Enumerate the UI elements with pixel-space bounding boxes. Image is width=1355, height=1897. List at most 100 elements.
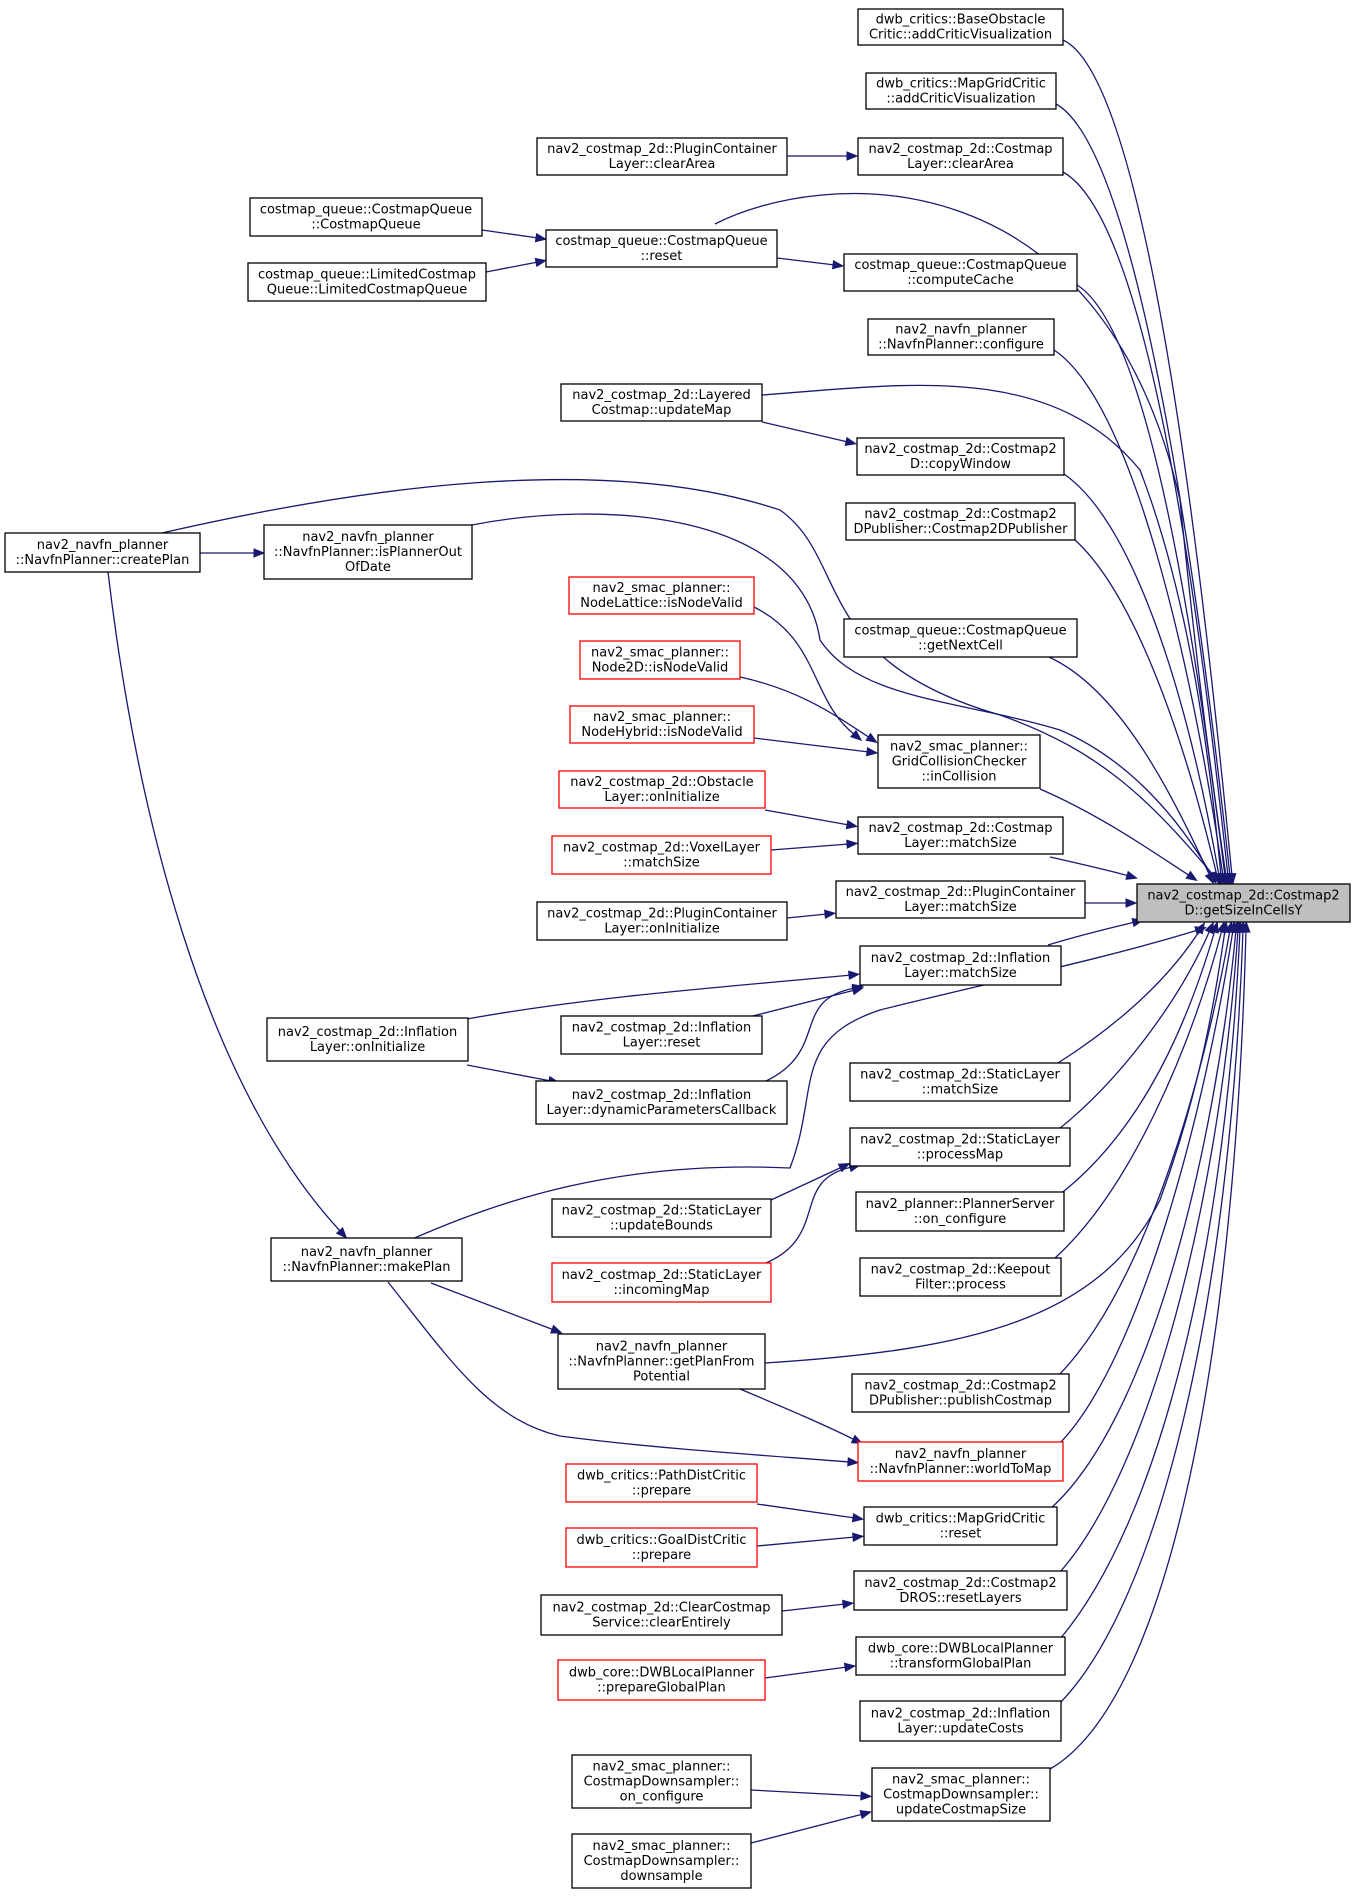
edge-line [770, 843, 850, 851]
graph-node-n40[interactable]: dwb_critics::MapGridCritic::reset [863, 1506, 1058, 1546]
node-box [536, 901, 788, 941]
edge-n28-to-target [1057, 922, 1206, 1064]
node-box [859, 945, 1062, 986]
graph-node-n2[interactable]: dwb_critics::MapGridCritic::addCriticVis… [865, 72, 1057, 110]
edge-n33-to-target [409, 926, 1207, 1241]
graph-node-n49[interactable]: nav2_smac_planner::CostmapDownsampler::d… [571, 1833, 752, 1889]
graph-node-n39[interactable]: dwb_critics::PathDistCritic::prepare [565, 1463, 758, 1503]
graph-node-n1[interactable]: dwb_critics::BaseObstacleCritic::addCrit… [857, 8, 1064, 46]
graph-node-n29[interactable]: nav2_costmap_2d::InflationLayer::dynamic… [535, 1080, 788, 1125]
edge-line [1059, 929, 1231, 1375]
graph-node-n42[interactable]: nav2_costmap_2d::Costmap2DROS::resetLaye… [853, 1570, 1068, 1611]
edge-n9-to-target [1053, 349, 1228, 886]
node-label-line: DPublisher::publishCostmap [869, 1394, 1052, 1409]
edge-line [161, 478, 1215, 877]
focus-node[interactable]: nav2_costmap_2d::Costmap2D::getSizeInCel… [1136, 883, 1351, 923]
edge-n13-to-n14 [200, 548, 266, 558]
graph-node-n38[interactable]: nav2_navfn_planner::NavfnPlanner::worldT… [857, 1441, 1064, 1482]
graph-node-n12[interactable]: nav2_costmap_2d::Costmap2DPublisher::Cos… [845, 502, 1076, 541]
node-box [551, 1198, 772, 1238]
graph-node-n15[interactable]: costmap_queue::CostmapQueue::getNextCell [843, 618, 1078, 658]
edge-n45-to-n44 [764, 1662, 857, 1679]
graph-node-n4[interactable]: nav2_costmap_2d::PluginContainerLayer::c… [536, 137, 788, 176]
graph-node-n36[interactable]: nav2_navfn_planner::NavfnPlanner::getPla… [557, 1333, 766, 1390]
node-label-line: Potential [633, 1370, 690, 1385]
graph-node-n34[interactable]: nav2_costmap_2d::StaticLayer::incomingMa… [551, 1262, 772, 1303]
graph-node-n14[interactable]: nav2_navfn_planner::NavfnPlanner::isPlan… [263, 524, 473, 580]
node-label-line: nav2_costmap_2d::Inflation [572, 1088, 751, 1103]
node-box [859, 1257, 1062, 1297]
edge-line [1053, 349, 1224, 877]
graph-node-n47[interactable]: nav2_smac_planner::CostmapDownsampler::o… [571, 1754, 752, 1809]
graph-node-n31[interactable]: nav2_costmap_2d::StaticLayer::updateBoun… [551, 1198, 772, 1238]
graph-node-n22[interactable]: nav2_costmap_2d::VoxelLayer::matchSize [551, 835, 772, 875]
graph-node-n26[interactable]: nav2_costmap_2d::InflationLayer::onIniti… [266, 1017, 469, 1062]
graph-node-n32[interactable]: nav2_planner::PlannerServer::on_configur… [855, 1191, 1065, 1232]
graph-node-n13[interactable]: nav2_navfn_planner::NavfnPlanner::create… [4, 532, 201, 573]
graph-node-n46[interactable]: nav2_costmap_2d::InflationLayer::updateC… [859, 1700, 1062, 1742]
node-label-line: nav2_smac_planner:: [591, 646, 729, 661]
node-label-line: ::prepareGlobalPlan [597, 1681, 725, 1696]
graph-node-n8[interactable]: costmap_queue::CostmapQueue::computeCach… [843, 253, 1078, 292]
edge-n34-to-n30 [765, 1162, 862, 1264]
graph-node-n24[interactable]: nav2_costmap_2d::PluginContainerLayer::o… [536, 901, 788, 941]
graph-node-n30[interactable]: nav2_costmap_2d::StaticLayer::processMap [849, 1127, 1071, 1167]
node-box [535, 1080, 788, 1125]
node-box [557, 1659, 766, 1701]
node-label-line: nav2_costmap_2d::Costmap [868, 142, 1052, 157]
graph-node-n23[interactable]: nav2_costmap_2d::PluginContainerLayer::m… [835, 880, 1086, 919]
node-box [857, 1441, 1064, 1482]
graph-node-n41[interactable]: dwb_critics::GoalDistCritic::prepare [565, 1527, 758, 1568]
node-label-line: ::incomingMap [614, 1283, 710, 1298]
node-label-line: ::prepare [632, 1548, 691, 1563]
graph-node-n10[interactable]: nav2_costmap_2d::LayeredCostmap::updateM… [560, 383, 763, 422]
graph-node-n6[interactable]: costmap_queue::CostmapQueue::CostmapQueu… [249, 197, 483, 237]
node-box [835, 880, 1086, 919]
node-label-line: nav2_costmap_2d::Costmap2 [1147, 889, 1339, 904]
node-label-line: Layer::updateCosts [897, 1722, 1023, 1737]
edge-line [1039, 788, 1191, 877]
graph-node-n11[interactable]: nav2_costmap_2d::Costmap2D::copyWindow [856, 437, 1065, 476]
node-label-line: on_configure [620, 1790, 704, 1805]
node-label-line: nav2_costmap_2d::Costmap [868, 821, 1052, 836]
graph-node-n9[interactable]: nav2_navfn_planner::NavfnPlanner::config… [867, 318, 1055, 356]
edge-n10-to-n11 [761, 421, 858, 447]
edge-arrowhead [846, 151, 859, 161]
graph-node-n17[interactable]: nav2_smac_planner::Node2D::isNodeValid [579, 640, 741, 680]
node-box [249, 197, 483, 237]
graph-node-n37[interactable]: nav2_costmap_2d::Costmap2DPublisher::pub… [851, 1373, 1070, 1413]
graph-node-n18[interactable]: nav2_smac_planner::NodeHybrid::isNodeVal… [569, 705, 755, 744]
graph-node-n28[interactable]: nav2_costmap_2d::StaticLayer::matchSize [849, 1062, 1071, 1102]
graph-node-n25[interactable]: nav2_costmap_2d::InflationLayer::matchSi… [859, 945, 1062, 986]
graph-node-n43[interactable]: nav2_costmap_2d::ClearCostmapService::cl… [540, 1594, 783, 1636]
graph-node-n16[interactable]: nav2_smac_planner::NodeLattice::isNodeVa… [568, 576, 755, 615]
graph-node-n45[interactable]: dwb_core::DWBLocalPlanner::prepareGlobal… [557, 1659, 766, 1701]
graph-node-n7[interactable]: costmap_queue::LimitedCostmapQueue::Limi… [247, 262, 487, 302]
node-box [571, 1754, 752, 1809]
node-label-line: ::NavfnPlanner::worldToMap [870, 1462, 1052, 1477]
edge-n19-to-target [1039, 788, 1198, 882]
node-label-line: ::NavfnPlanner::configure [878, 338, 1044, 353]
edge-n31-to-n30 [770, 1163, 851, 1201]
node-label-line: ::on_configure [914, 1212, 1007, 1227]
graph-node-n33[interactable]: nav2_navfn_planner::NavfnPlanner::makePl… [270, 1237, 463, 1282]
node-label-line: costmap_queue::LimitedCostmap [258, 268, 476, 283]
graph-node-n5[interactable]: costmap_queue::CostmapQueue::reset [545, 229, 778, 268]
node-box [565, 1463, 758, 1503]
node-label-line: ::transformGlobalPlan [890, 1657, 1032, 1672]
edge-arrowhead [852, 1532, 865, 1542]
node-label-line: ::prepare [632, 1484, 691, 1499]
graph-node-n44[interactable]: dwb_core::DWBLocalPlanner::transformGlob… [855, 1636, 1066, 1676]
node-label-line: D::getSizeInCellsY [1185, 904, 1303, 919]
node-label-line: nav2_costmap_2d::VoxelLayer [563, 841, 761, 856]
graph-node-n20[interactable]: nav2_costmap_2d::ObstacleLayer::onInitia… [558, 770, 766, 809]
node-label-line: nav2_costmap_2d::StaticLayer [860, 1133, 1060, 1148]
graph-node-n19[interactable]: nav2_smac_planner::GridCollisionChecker:… [877, 734, 1041, 789]
edge-n17-to-n19 [739, 676, 878, 744]
graph-node-n48[interactable]: nav2_smac_planner::CostmapDownsampler::u… [871, 1767, 1051, 1822]
